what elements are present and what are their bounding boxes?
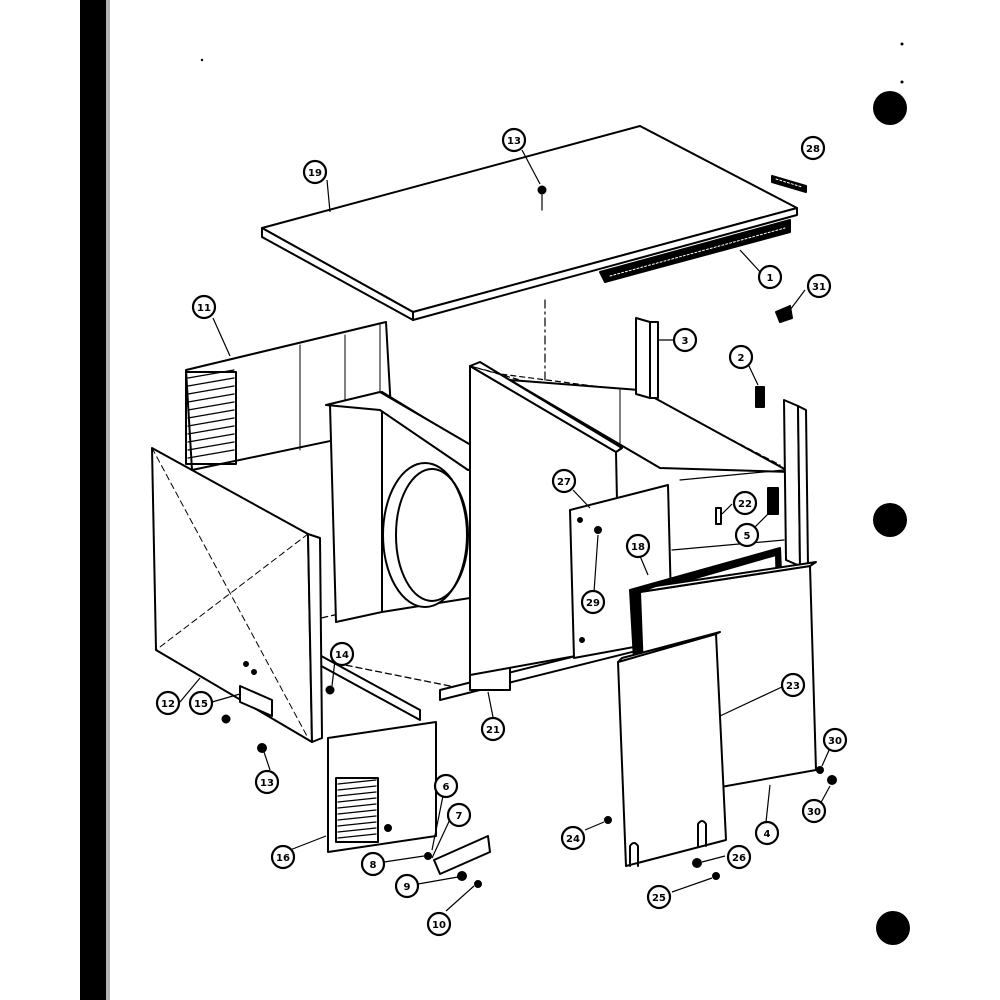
- callout-24-label: 24: [566, 834, 580, 845]
- callout-11-label: 11: [197, 303, 211, 314]
- callout-25: 25: [646, 884, 672, 910]
- binding-shadow: [106, 0, 110, 1000]
- scan-speck: [200, 58, 204, 62]
- punch-hole-top: [873, 91, 907, 125]
- callout-3-label: 3: [682, 336, 689, 347]
- screw-24: [604, 816, 612, 824]
- callout-6-label: 6: [443, 782, 450, 793]
- callout-6: 6: [433, 773, 459, 799]
- callout-13-top: 13: [501, 127, 527, 153]
- leader-lines: [179, 149, 831, 912]
- clip-31: [775, 305, 793, 323]
- punch-hole-bottom: [876, 911, 910, 945]
- callout-27: 27: [551, 468, 577, 494]
- callout-22-label: 22: [738, 499, 752, 510]
- callout-30-top-label: 30: [828, 736, 842, 747]
- callout-18-label: 18: [631, 542, 645, 553]
- callout-5-label: 5: [744, 531, 751, 542]
- callout-31: 31: [806, 273, 832, 299]
- callout-11: 11: [191, 294, 217, 320]
- callout-12-label: 12: [161, 699, 175, 710]
- top-cover: [261, 125, 798, 321]
- washer-30: [816, 766, 824, 774]
- callout-10-label: 10: [432, 920, 446, 931]
- callout-7-label: 7: [456, 811, 463, 822]
- callout-31-label: 31: [812, 282, 826, 293]
- callout-23: 23: [780, 672, 806, 698]
- callout-26: 26: [726, 844, 752, 870]
- screw-14: [325, 685, 335, 695]
- callout-2-label: 2: [738, 353, 745, 364]
- callout-22: 22: [732, 490, 758, 516]
- callout-21-label: 21: [486, 725, 500, 736]
- callout-29-label: 29: [586, 598, 600, 609]
- spacer-22: [715, 507, 722, 525]
- callout-13-bottom-label: 13: [260, 778, 274, 789]
- callout-4-label: 4: [764, 829, 771, 840]
- callout-26-label: 26: [732, 853, 746, 864]
- screw-30: [827, 775, 837, 785]
- callout-13-bottom: 13: [254, 769, 280, 795]
- callout-18: 18: [625, 533, 651, 559]
- screw-top: [537, 185, 547, 211]
- callout-1-label: 1: [767, 273, 774, 284]
- callout-7: 7: [446, 802, 472, 828]
- side-panel-left: [151, 447, 323, 743]
- callout-2: 2: [728, 344, 754, 370]
- callout-9-label: 9: [404, 882, 411, 893]
- callout-14: 14: [329, 641, 355, 667]
- callout-10: 10: [426, 911, 452, 937]
- bracket-28: [771, 175, 807, 193]
- hardware-stack: [424, 835, 491, 888]
- callout-8: 8: [360, 851, 386, 877]
- scan-speck: [900, 42, 904, 46]
- callout-27-label: 27: [557, 477, 571, 488]
- callout-1: 1: [757, 264, 783, 290]
- rear-post: [635, 317, 659, 399]
- front-grille-panel: [327, 721, 437, 853]
- callout-28: 28: [800, 135, 826, 161]
- callout-9: 9: [394, 873, 420, 899]
- washer-26: [692, 858, 702, 868]
- bracket-5: [767, 487, 779, 515]
- callout-15-label: 15: [194, 699, 208, 710]
- callout-29: 29: [580, 589, 606, 615]
- callout-14-label: 14: [335, 650, 349, 661]
- callout-21: 21: [480, 716, 506, 742]
- screw-15: [221, 714, 231, 724]
- screw-25: [712, 872, 720, 880]
- punch-hole-middle: [873, 503, 907, 537]
- callout-19-label: 19: [308, 168, 322, 179]
- callout-15: 15: [188, 690, 214, 716]
- callout-12: 12: [155, 690, 181, 716]
- callout-30-bottom-label: 30: [807, 807, 821, 818]
- callout-28-label: 28: [806, 144, 820, 155]
- callout-5: 5: [734, 522, 760, 548]
- callout-30-bottom: 30: [801, 798, 827, 824]
- callout-19: 19: [302, 159, 328, 185]
- bracket-2: [755, 386, 765, 408]
- binding-strip: [80, 0, 106, 1000]
- callout-8-label: 8: [370, 860, 377, 871]
- callout-16: 16: [270, 844, 296, 870]
- access-panel: [617, 631, 727, 867]
- screw-13-bottom: [257, 743, 267, 753]
- callout-24: 24: [560, 825, 586, 851]
- right-rail: [671, 399, 809, 567]
- callout-23-label: 23: [786, 681, 800, 692]
- callout-3: 3: [672, 327, 698, 353]
- callout-4: 4: [754, 820, 780, 846]
- callout-25-label: 25: [652, 893, 666, 904]
- callout-30-top: 30: [822, 727, 848, 753]
- callout-16-label: 16: [276, 853, 290, 864]
- scan-speck: [900, 80, 904, 84]
- callout-13-top-label: 13: [507, 136, 521, 147]
